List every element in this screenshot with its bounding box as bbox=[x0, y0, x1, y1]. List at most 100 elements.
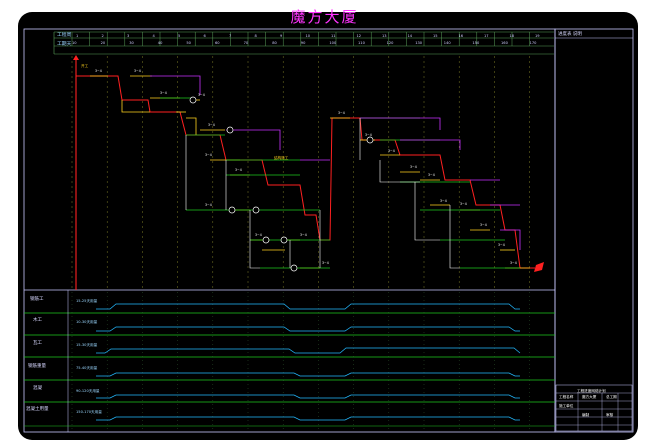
day-number: 120 bbox=[387, 41, 395, 45]
finish-flag bbox=[534, 262, 544, 272]
activity-arrow bbox=[121, 100, 150, 113]
week-number: 17 bbox=[484, 34, 489, 38]
table-title: 工程进度网络计划 bbox=[577, 389, 606, 393]
activity-code: 3~4 bbox=[440, 199, 447, 203]
resource-label-3: 钢筋重量 bbox=[28, 364, 46, 369]
table-cell-contractor: 施工单位 bbox=[559, 404, 574, 408]
activity-code: 3~4 bbox=[208, 123, 215, 127]
activity-code: 3~4 bbox=[480, 223, 487, 227]
week-number: 3 bbox=[127, 34, 129, 38]
week-number: 14 bbox=[408, 34, 413, 38]
resource-curve bbox=[96, 347, 521, 354]
day-number: 90 bbox=[301, 41, 306, 45]
day-number: 150 bbox=[472, 41, 480, 45]
resource-curve bbox=[96, 416, 520, 421]
day-number: 30 bbox=[129, 41, 134, 45]
resource-label-1: 木工 bbox=[33, 318, 42, 323]
day-number: 40 bbox=[158, 41, 163, 45]
event-node bbox=[189, 96, 197, 104]
resource-series-5: 150-170天用量 bbox=[76, 410, 102, 414]
week-number: 10 bbox=[306, 34, 311, 38]
day-number: 80 bbox=[272, 41, 277, 45]
title-block bbox=[555, 384, 633, 432]
resource-series-2: 15-30天用量 bbox=[76, 343, 98, 347]
week-number: 18 bbox=[510, 34, 515, 38]
event-node bbox=[366, 136, 374, 144]
resource-label-4: 混凝 bbox=[33, 386, 42, 391]
activity-code: 3~4 bbox=[338, 111, 345, 115]
slack-line bbox=[360, 117, 441, 130]
resource-series-4: 90-120天用量 bbox=[76, 389, 100, 393]
day-number: 130 bbox=[415, 41, 423, 45]
resource-curve bbox=[96, 326, 520, 332]
table-cell-reviewer: 审核 bbox=[606, 413, 614, 417]
right-panel-border bbox=[554, 28, 634, 433]
resource-curve bbox=[96, 372, 520, 377]
week-number: 8 bbox=[255, 34, 258, 38]
event-node bbox=[262, 236, 270, 244]
event-node bbox=[226, 126, 234, 134]
week-number: 1 bbox=[76, 34, 78, 38]
activity-arrow bbox=[186, 117, 197, 135]
day-number: 140 bbox=[444, 41, 452, 45]
day-number: 100 bbox=[329, 41, 337, 45]
timeline-week-label: 工程周 bbox=[57, 33, 72, 38]
week-number: 11 bbox=[331, 34, 336, 38]
dependency-line bbox=[249, 210, 260, 269]
activity-code: 3~4 bbox=[300, 233, 307, 237]
week-number: 5 bbox=[178, 34, 180, 38]
activity-code: 3~4 bbox=[428, 173, 435, 177]
timeline-day-label: 工期天 bbox=[57, 42, 72, 47]
week-number: 2 bbox=[102, 34, 104, 38]
activity-code: 3~4 bbox=[410, 165, 417, 169]
slack-line bbox=[150, 75, 201, 95]
start-arrow bbox=[73, 55, 79, 60]
week-number: 19 bbox=[535, 34, 540, 38]
activity-code: 3~4 bbox=[160, 91, 167, 95]
activity-code: 3~4 bbox=[205, 153, 212, 157]
week-number: 16 bbox=[459, 34, 464, 38]
activity-code: 3~4 bbox=[322, 261, 329, 265]
activity-code: 3~4 bbox=[498, 243, 505, 247]
week-number: 7 bbox=[229, 34, 231, 38]
dependency-line bbox=[414, 182, 440, 241]
week-number: 4 bbox=[153, 34, 156, 38]
resource-label-0: 钢筋工 bbox=[30, 297, 44, 302]
week-number: 15 bbox=[433, 34, 438, 38]
week-number: 13 bbox=[382, 34, 387, 38]
day-number: 160 bbox=[501, 41, 509, 45]
resource-curve bbox=[96, 394, 520, 399]
day-number: 70 bbox=[244, 41, 249, 45]
activity-code: 3~4 bbox=[95, 69, 102, 73]
day-number: 50 bbox=[186, 41, 191, 45]
activity-code: 3~4 bbox=[365, 133, 372, 137]
day-number: 170 bbox=[530, 41, 538, 45]
day-number: 60 bbox=[215, 41, 220, 45]
dependency-line bbox=[449, 205, 460, 269]
activity-code: 3~4 bbox=[198, 93, 205, 97]
event-node bbox=[228, 206, 236, 214]
activity-code: 3~4 bbox=[388, 149, 395, 153]
table-cell-editor: 编制 bbox=[582, 413, 590, 417]
resource-label-2: 瓦工 bbox=[33, 341, 42, 346]
resource-series-3: 75-40天用量 bbox=[76, 366, 98, 370]
activity-code: 3~4 bbox=[205, 203, 212, 207]
activity-code: 3~4 bbox=[235, 168, 242, 172]
day-number: 20 bbox=[101, 41, 106, 45]
page-title: 魔方大厦 bbox=[290, 8, 359, 26]
event-node bbox=[280, 236, 288, 244]
day-number: 10 bbox=[72, 41, 77, 45]
activity-code: 3~4 bbox=[510, 261, 517, 265]
event-node bbox=[290, 264, 298, 272]
right-panel-header: 进度表 说明 bbox=[558, 32, 582, 37]
slack-line bbox=[226, 129, 281, 150]
table-cell-project-name: 工程名称 bbox=[559, 395, 574, 399]
table-cell-duration: 总工期 bbox=[606, 395, 617, 399]
slack-line bbox=[400, 139, 461, 150]
activity-code: 3~4 bbox=[460, 202, 467, 206]
resource-label-5: 混凝土用量 bbox=[26, 407, 49, 412]
dependency-line bbox=[379, 160, 420, 183]
resource-series-1: 10-30天用量 bbox=[76, 320, 98, 324]
table-cell-project-value: 魔方大厦 bbox=[582, 395, 597, 399]
